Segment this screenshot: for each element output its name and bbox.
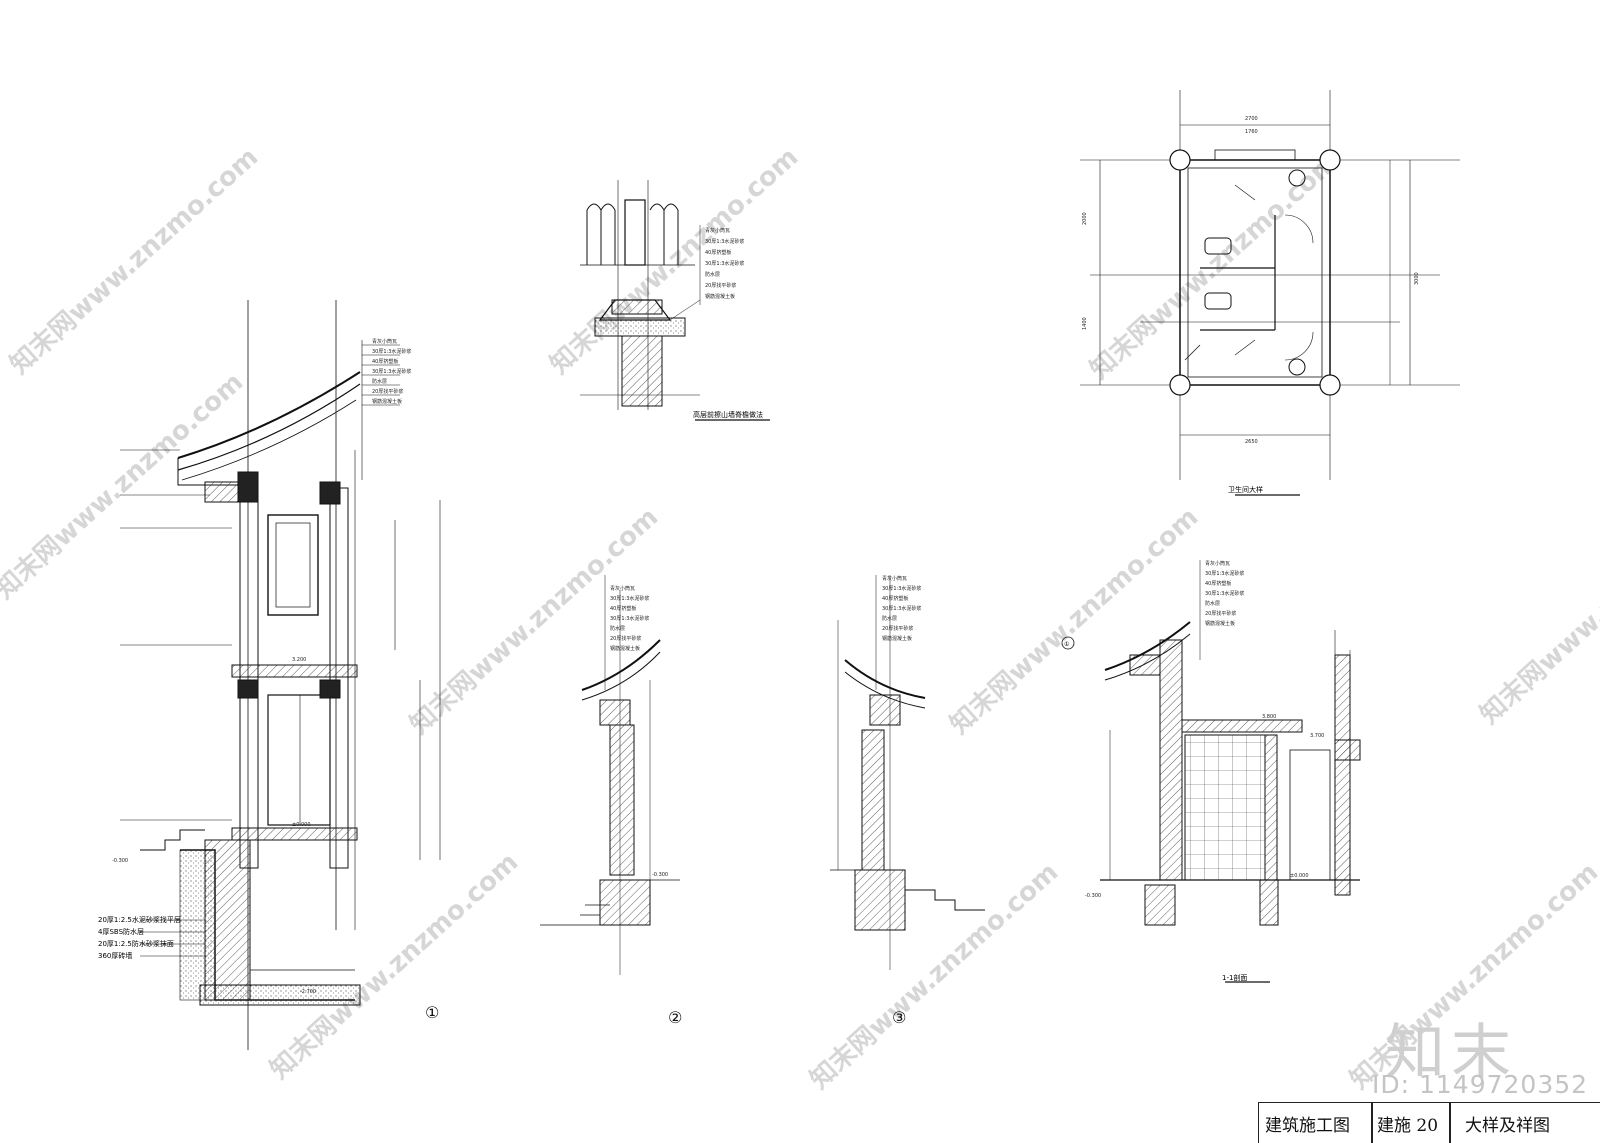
- detail-1-roof-layer-notes: 青灰小筒瓦 30厚1:3水泥砂浆 40厚挤塑板 30厚1:3水泥砂浆 防水层 2…: [112, 338, 411, 995]
- dimension: 2700: [1245, 116, 1258, 122]
- image-id-watermark: ID: 1149720352: [1372, 1070, 1589, 1099]
- wall-layer-note: 20厚1:2.5水泥砂浆找平层: [98, 915, 181, 924]
- wall-layer-note: 4厚SBS防水层: [98, 927, 144, 936]
- roof-layer-note: 钢筋混凝土板: [610, 645, 640, 652]
- elevation-mark: ±0.000: [1290, 873, 1309, 879]
- brand-watermark: 知末: [1385, 1018, 1517, 1088]
- watermark-text: 知末网www.znzmo.com: [805, 857, 1065, 1095]
- roof-layer-note: 青灰小筒瓦: [610, 585, 635, 592]
- roof-layer-note: 30厚1:3水泥砂浆: [705, 260, 744, 267]
- roof-layer-note: 钢筋混凝土板: [1205, 620, 1235, 627]
- elevation-mark: 3.700: [1310, 733, 1324, 739]
- roof-layer-note: 40厚挤塑板: [1205, 580, 1231, 587]
- roof-layer-note: 防水层: [1205, 600, 1220, 607]
- dimension: 3000: [1414, 272, 1420, 285]
- dimension: 1760: [1245, 129, 1258, 135]
- roof-layer-note: 40厚挤塑板: [372, 358, 398, 365]
- elevation-mark: ±0.000: [292, 822, 311, 828]
- title-block: 建筑施工图 建施 20 大样及祥图: [1258, 1102, 1600, 1143]
- title-block-divider: [1449, 1103, 1451, 1143]
- detail-1-wall-section: [120, 300, 441, 1050]
- roof-layer-note: 钢筋混凝土板: [705, 293, 735, 300]
- roof-layer-note: 40厚挤塑板: [610, 605, 636, 612]
- roof-layer-note: 30厚1:3水泥砂浆: [610, 595, 649, 602]
- toilet-plan-title: 卫生间大样: [1228, 485, 1263, 494]
- roof-layer-note: 防水层: [705, 271, 720, 278]
- detail-1-wall-layer-notes: 20厚1:2.5水泥砂浆找平层 4厚SBS防水层 20厚1:2.5防水砂浆抹面 …: [98, 915, 181, 960]
- detail-number-2: ②: [668, 1008, 682, 1027]
- roof-layer-note: 青灰小筒瓦: [372, 338, 397, 345]
- roof-layer-note: 20厚找平砂浆: [882, 625, 913, 632]
- elevation-mark: -0.300: [112, 858, 128, 864]
- roof-layer-note: 20厚找平砂浆: [1205, 610, 1236, 617]
- sheet-number: 建施 20: [1377, 1115, 1439, 1136]
- elevation-mark: 3.200: [292, 657, 306, 663]
- roof-layer-note: 20厚找平砂浆: [610, 635, 641, 642]
- roof-layer-note: 钢筋混凝土板: [882, 635, 912, 642]
- roof-layer-note: 钢筋混凝土板: [372, 398, 402, 405]
- ridge-detail: [580, 180, 770, 421]
- elevation-mark: -2.700: [300, 989, 316, 995]
- detail-3-notes: 青灰小筒瓦 30厚1:3水泥砂浆 40厚挤塑板 30厚1:3水泥砂浆 防水层 2…: [882, 575, 921, 642]
- roof-layer-note: 30厚1:3水泥砂浆: [882, 585, 921, 592]
- toilet-plan-dims: 2700 1760 2650 2000 1400 3000 卫生间大样: [1082, 116, 1420, 494]
- ridge-detail-title: 高层前擦山墙脊檐做法: [693, 410, 763, 419]
- wall-layer-note: 20厚1:2.5防水砂浆抹面: [98, 939, 174, 948]
- wall-layer-note: 360厚砖墙: [98, 951, 132, 960]
- roof-layer-note: 防水层: [610, 625, 625, 632]
- roof-layer-note: 30厚1:3水泥砂浆: [705, 238, 744, 245]
- roof-layer-note: 20厚找平砂浆: [705, 282, 736, 289]
- roof-layer-note: 防水层: [372, 378, 387, 385]
- roof-layer-note: 青灰小筒瓦: [882, 575, 907, 582]
- section-title: 1-1剖面: [1222, 973, 1247, 982]
- detail-2-notes: 青灰小筒瓦 30厚1:3水泥砂浆 40厚挤塑板 30厚1:3水泥砂浆 防水层 2…: [610, 585, 668, 878]
- roof-layer-note: 30厚1:3水泥砂浆: [1205, 590, 1244, 597]
- roof-layer-note: 30厚1:3水泥砂浆: [610, 615, 649, 622]
- roof-layer-note: 30厚1:3水泥砂浆: [372, 368, 411, 375]
- roof-layer-note: 青灰小筒瓦: [705, 227, 730, 234]
- elevation-mark: -0.300: [652, 872, 668, 878]
- watermark-text: 知末网www.znzmo.com: [1475, 492, 1600, 730]
- dimension: 1400: [1082, 317, 1088, 330]
- elevation-mark: -0.300: [1085, 893, 1101, 899]
- dimension: 2650: [1245, 439, 1258, 445]
- roof-layer-note: 防水层: [882, 615, 897, 622]
- dimension: 2000: [1082, 212, 1088, 225]
- drawing-type: 建筑施工图: [1265, 1115, 1350, 1136]
- toilet-plan: [1080, 90, 1460, 496]
- roof-layer-note: 20厚找平砂浆: [372, 388, 403, 395]
- title-block-divider: [1371, 1103, 1373, 1143]
- roof-layer-note: 青灰小筒瓦: [1205, 560, 1230, 567]
- section-1-1-notes: 青灰小筒瓦 30厚1:3水泥砂浆 40厚挤塑板 30厚1:3水泥砂浆 防水层 2…: [1064, 560, 1324, 982]
- watermark-text: 知末网www.znzmo.com: [265, 847, 525, 1085]
- detail-3-section: [830, 575, 985, 970]
- ridge-detail-notes: 青灰小筒瓦 30厚1:3水泥砂浆 40厚挤塑板 30厚1:3水泥砂浆 防水层 2…: [693, 227, 763, 419]
- roof-layer-note: 40厚挤塑板: [705, 249, 731, 256]
- sheet-name: 大样及祥图: [1465, 1115, 1550, 1136]
- roof-layer-note: 40厚挤塑板: [882, 595, 908, 602]
- detail-2-section: [540, 575, 680, 975]
- section-1-1: [1061, 560, 1361, 983]
- watermark-text: 知末网www.znzmo.com: [545, 142, 805, 380]
- watermark-text: 知末网www.znzmo.com: [1085, 147, 1345, 385]
- elevation-mark: 3.800: [1262, 714, 1276, 720]
- detail-number-1: ①: [425, 1003, 439, 1022]
- roof-layer-note: 30厚1:3水泥砂浆: [1205, 570, 1244, 577]
- roof-layer-note: 30厚1:3水泥砂浆: [882, 605, 921, 612]
- detail-number-3: ③: [892, 1008, 906, 1027]
- roof-layer-note: 30厚1:3水泥砂浆: [372, 348, 411, 355]
- axis-marker: ①: [1064, 641, 1069, 648]
- watermark-text: 知末网www.znzmo.com: [5, 142, 265, 380]
